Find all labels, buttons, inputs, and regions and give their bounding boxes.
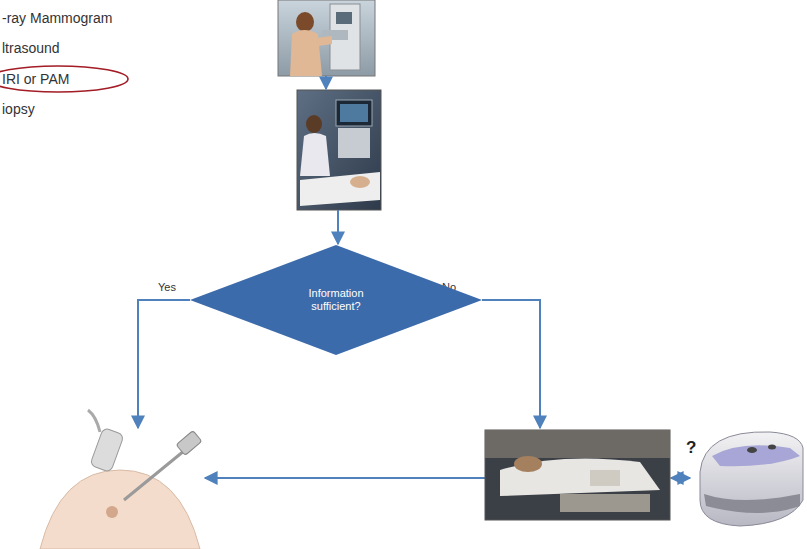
mammogram-photo (278, 0, 375, 76)
biopsy-illustration (40, 410, 202, 549)
flow-arrow (337, 210, 339, 244)
branch-label: Yes (150, 276, 184, 298)
diamond-shape (190, 245, 482, 355)
list-item: ltrasound (2, 40, 60, 56)
yes-branch (138, 300, 190, 428)
question-mark: ? (686, 440, 696, 456)
list-item: -ray Mammogram (2, 10, 112, 26)
list-item: IRI or PAM (2, 71, 69, 87)
no-branch (482, 300, 540, 428)
pam-device (700, 432, 803, 526)
flow-arrow (205, 477, 485, 479)
flow-arrow (325, 76, 327, 89)
mri-photo (485, 430, 670, 520)
double-arrow (671, 477, 690, 479)
list-item: iopsy (2, 101, 35, 117)
decision-text: Information sufficient? (291, 287, 381, 313)
decision-diamond: Information sufficient? (190, 245, 482, 355)
highlight-ellipse (0, 66, 128, 92)
ultrasound-photo (297, 90, 381, 210)
